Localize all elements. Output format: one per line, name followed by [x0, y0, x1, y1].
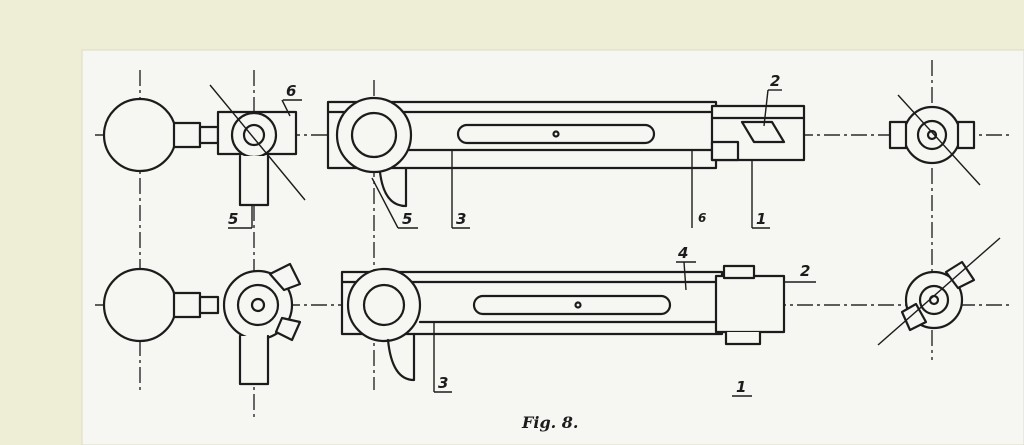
- bottom-view: [102, 237, 1001, 386]
- part-labels: 6 5 5 3 6 1 2 4 2 3 1: [228, 72, 810, 396]
- top-view: [102, 84, 981, 208]
- label-top-6a: 6: [286, 82, 296, 100]
- label-bottom-2: 2: [800, 262, 810, 280]
- label-top-1: 1: [756, 210, 766, 228]
- label-top-5b: 5: [402, 210, 412, 228]
- label-top-6b: 6: [698, 211, 706, 225]
- label-top-3: 3: [456, 210, 466, 228]
- label-top-5a: 5: [228, 210, 238, 228]
- label-top-2: 2: [770, 72, 780, 90]
- leader-lines: [228, 89, 816, 397]
- label-bottom-4: 4: [677, 244, 688, 262]
- label-bottom-1: 1: [736, 378, 746, 396]
- label-bottom-3: 3: [438, 374, 448, 392]
- figure-caption: Fig. 8.: [521, 413, 578, 432]
